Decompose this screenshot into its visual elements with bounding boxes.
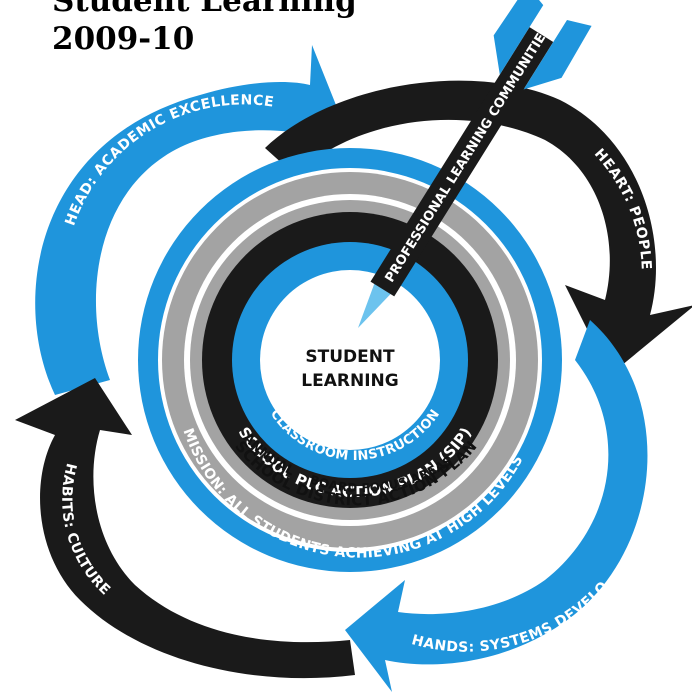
center-text-line-1: STUDENT bbox=[305, 347, 395, 367]
title-line-2: 2009-10 bbox=[52, 21, 195, 57]
head-arrow-band bbox=[35, 45, 348, 395]
dart-shaft bbox=[370, 27, 554, 297]
heart-arrow-band bbox=[265, 80, 692, 375]
target-rings bbox=[138, 148, 562, 572]
title-line-1: Student Learning bbox=[52, 0, 357, 19]
habits-arrow-band bbox=[15, 378, 355, 679]
center-disc bbox=[260, 270, 440, 450]
dart-flight bbox=[493, 0, 592, 90]
center-text-line-2: LEARNING bbox=[301, 371, 398, 391]
hands-arrow-band bbox=[345, 320, 648, 692]
dart-tip bbox=[358, 281, 392, 328]
